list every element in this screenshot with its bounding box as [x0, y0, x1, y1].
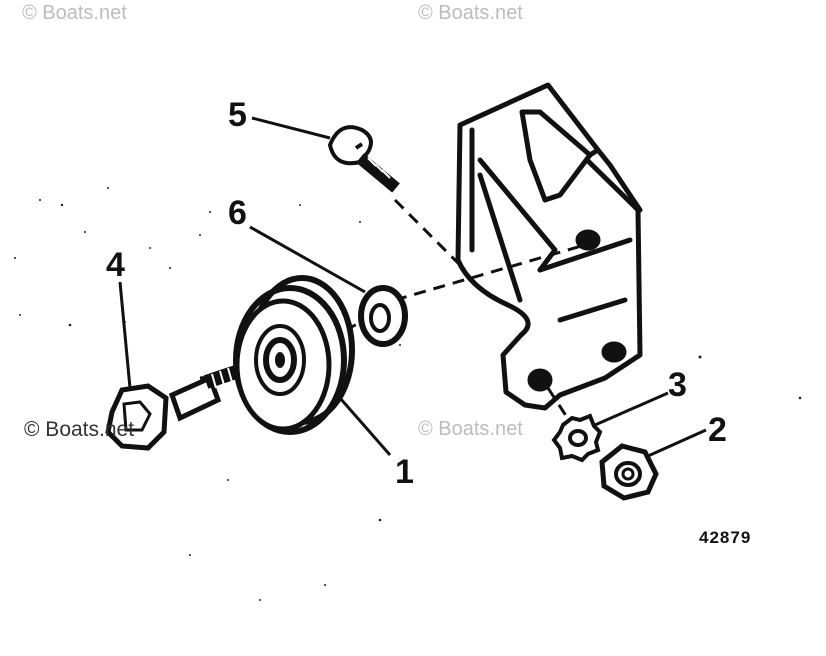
leader-lines	[118, 116, 707, 458]
screw	[327, 125, 400, 193]
spacer	[358, 285, 408, 347]
watermark-mid-left: © Boats.net	[24, 418, 135, 441]
watermark-top-center: © Boats.net	[418, 2, 523, 24]
bracket	[455, 82, 643, 411]
callout-shoulder-bolt: 4	[106, 246, 125, 284]
callout-pulley: 1	[395, 453, 414, 491]
shoulder-bolt	[105, 365, 239, 451]
lock-washer	[551, 413, 603, 463]
hex-nut	[599, 443, 659, 501]
pulley	[233, 275, 355, 435]
figure-number: 42879	[699, 528, 752, 547]
callout-nut: 2	[708, 411, 727, 449]
watermark-top-left: © Boats.net	[22, 2, 127, 24]
callout-screw: 5	[228, 96, 247, 134]
callout-spacer: 6	[228, 194, 247, 232]
callout-lock-washer: 3	[668, 366, 687, 404]
watermark-mid-center: © Boats.net	[418, 418, 523, 440]
